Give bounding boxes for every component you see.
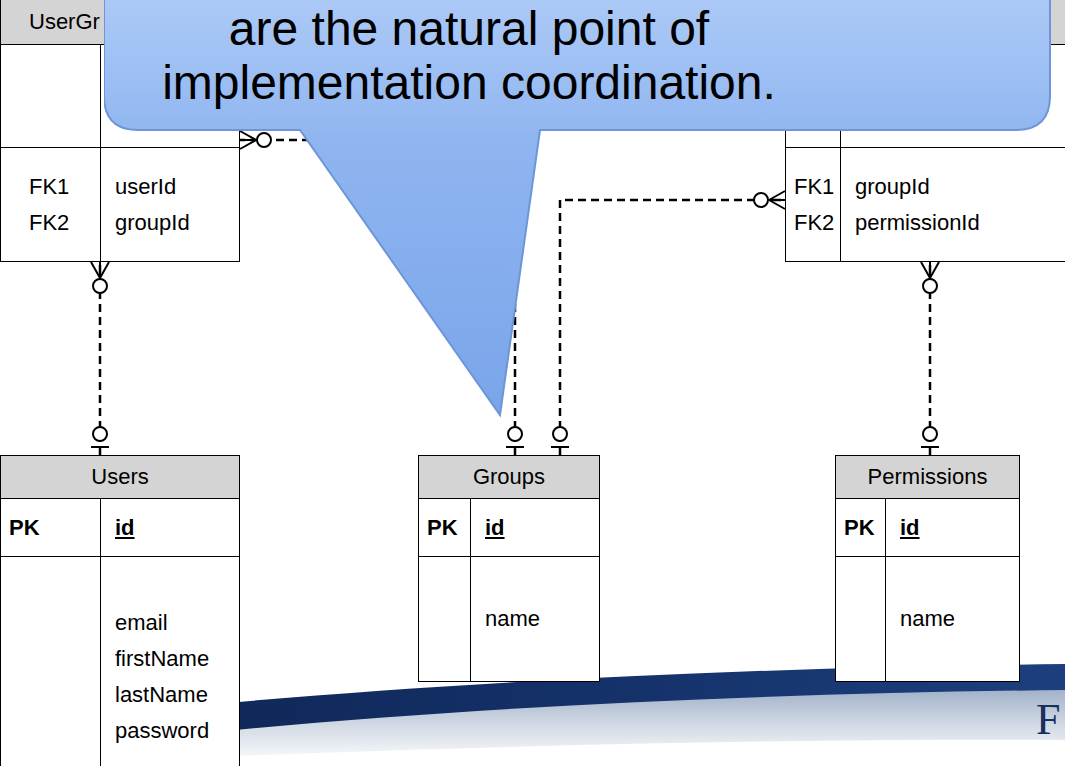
- column-name: userId groupId: [115, 169, 190, 241]
- table-row: FK1 FK2 groupId permissionId: [786, 147, 1065, 261]
- table-name: UserGr: [29, 4, 100, 40]
- crowfoot-many: [754, 191, 785, 209]
- callout-text: are the natural point of implementation …: [124, 2, 814, 110]
- key-cell: PK: [836, 499, 886, 556]
- table-row: PK id: [419, 498, 599, 556]
- key-cell: [419, 557, 471, 681]
- column-name: email firstName lastName password: [115, 605, 209, 749]
- logo-letter: F: [1036, 698, 1060, 742]
- table-row: PK id: [836, 498, 1019, 556]
- bar-one: [506, 427, 524, 447]
- key-cell: [1, 45, 101, 147]
- crowfoot-many: [240, 131, 271, 149]
- key-cell: [1, 557, 101, 766]
- relationship-line: [551, 191, 785, 455]
- table-name: Groups: [473, 459, 545, 495]
- column-cell: groupId permissionId: [841, 148, 1065, 261]
- relationship-line: [921, 262, 939, 455]
- table-row: PK id: [1, 498, 239, 556]
- key-label: FK1 FK2: [794, 169, 834, 241]
- column-cell: email firstName lastName password: [101, 557, 239, 766]
- callout-text-box: are the natural point of implementation …: [124, 2, 814, 110]
- relationship-line: [91, 262, 109, 455]
- key-cell: [836, 557, 886, 681]
- entity-table: PermissionsPK id name: [835, 455, 1020, 682]
- crowfoot-many: [921, 262, 939, 293]
- key-cell: PK: [419, 499, 471, 556]
- table-header: Permissions: [836, 456, 1019, 498]
- relationship-path: [560, 200, 785, 455]
- column-name: id: [485, 510, 505, 546]
- crowfoot-many: [91, 262, 109, 293]
- entity-table: UsersPK id email firstName lastName passwo…: [0, 455, 240, 766]
- column-cell: id: [886, 499, 1019, 556]
- bar-one: [921, 427, 939, 447]
- column-name: groupId permissionId: [855, 169, 980, 241]
- table-header: Groups: [419, 456, 599, 498]
- callout-bubble: are the natural point of implementation …: [104, 0, 1054, 420]
- entity-table: GroupsPK id name: [418, 455, 600, 682]
- column-cell: userId groupId: [101, 148, 239, 261]
- table-row: name: [836, 556, 1019, 681]
- bar-one: [551, 427, 569, 447]
- key-label: FK1 FK2: [29, 169, 69, 241]
- key-label: PK: [427, 510, 458, 546]
- key-label: PK: [9, 510, 40, 546]
- column-name: name: [485, 601, 540, 637]
- column-name: id: [115, 510, 135, 546]
- column-name: name: [900, 601, 955, 637]
- table-name: Users: [91, 459, 148, 495]
- column-name: id: [900, 510, 920, 546]
- column-cell: id: [101, 499, 239, 556]
- column-cell: name: [886, 557, 1019, 681]
- key-cell: FK1 FK2: [786, 148, 841, 261]
- key-label: PK: [844, 510, 875, 546]
- table-row: FK1 FK2 userId groupId: [1, 147, 239, 261]
- table-row: name: [419, 556, 599, 681]
- key-cell: PK: [1, 499, 101, 556]
- table-row: email firstName lastName password: [1, 556, 239, 766]
- table-header: Users: [1, 456, 239, 498]
- column-cell: id: [471, 499, 599, 556]
- table-name: Permissions: [868, 459, 988, 495]
- bar-one: [91, 427, 109, 447]
- key-cell: FK1 FK2: [1, 148, 101, 261]
- column-cell: name: [471, 557, 599, 681]
